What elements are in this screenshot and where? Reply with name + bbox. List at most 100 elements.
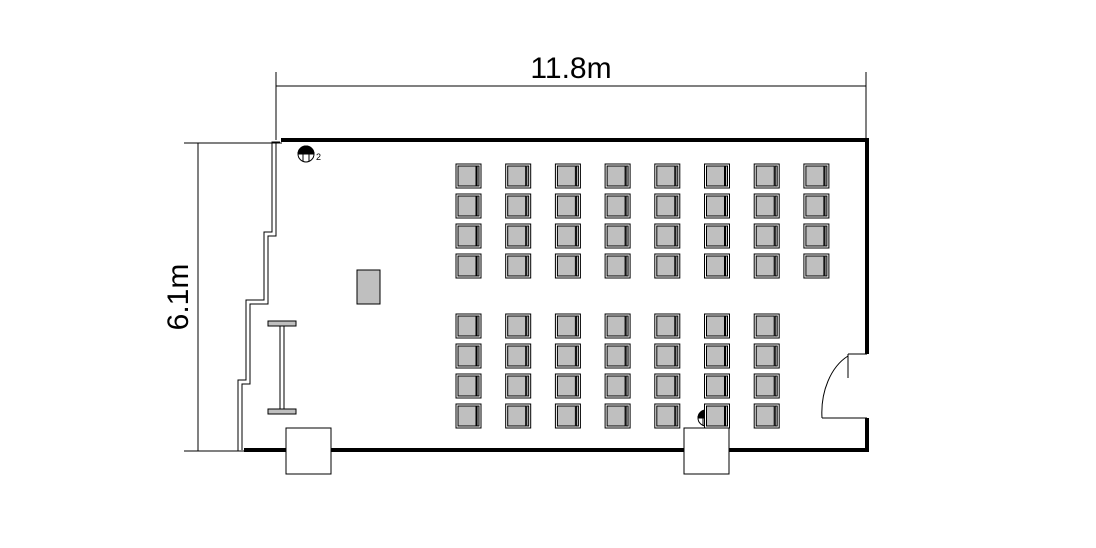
screen-board [267,320,297,415]
chair-seat [457,315,477,337]
chair-seat [507,225,527,247]
chair [753,223,780,249]
chair-back [774,255,778,277]
chair-back [675,315,679,337]
chair [505,163,532,189]
chair-seat [457,225,477,247]
chair-back [476,405,480,427]
chair [455,373,482,399]
chair-seat [755,315,775,337]
chair [654,223,681,249]
chair-seat [755,345,775,367]
chair-back [774,375,778,397]
chair [604,223,631,249]
chair-back [725,375,728,397]
chair [604,373,631,399]
chair-seat [755,255,775,277]
chair-seat [706,345,725,367]
chair-seat [755,405,775,427]
chair-back [526,165,530,187]
chair [604,343,631,369]
chair-back [526,405,530,427]
chair [803,253,830,279]
chair-back [625,195,629,217]
pillar-left [285,427,332,475]
chair [753,403,780,429]
chair [554,313,581,339]
chair-seat [656,255,676,277]
chair-seat [606,405,626,427]
chair [505,253,532,279]
outlet-marker-top-left-label: 2 [316,152,321,162]
chair [654,253,681,279]
chair-seat [706,195,725,217]
chair-back [774,225,778,247]
chair-seat [556,375,576,397]
chair [803,193,830,219]
chair [455,253,482,279]
chair-seat [606,315,626,337]
chair [753,313,780,339]
chair-back [725,255,728,277]
chair [505,343,532,369]
seating-block-upper [455,163,830,279]
lectern [356,269,381,305]
height-dimension [184,142,282,452]
chair [704,163,730,189]
chair-back [824,255,828,277]
chair [455,163,482,189]
chair-back [575,255,579,277]
chair-seat [706,315,725,337]
chair-seat [656,315,676,337]
chair-back [575,165,579,187]
chair-seat [805,195,825,217]
chair [654,373,681,399]
chair-back [675,405,679,427]
chair [604,253,631,279]
chair-seat [556,255,576,277]
chair-back [625,225,629,247]
chair-seat [706,225,725,247]
chair-back [675,255,679,277]
chair-seat [706,375,725,397]
chair-seat [755,225,775,247]
chair [803,163,830,189]
chair-seat [656,195,676,217]
chair-back [774,405,778,427]
chair-back [526,255,530,277]
chair-seat [556,315,576,337]
chair-back [526,345,530,367]
chair [505,373,532,399]
chair [604,313,631,339]
chair-back [476,255,480,277]
chair-back [625,315,629,337]
chair-seat [706,255,725,277]
chair-seat [755,165,775,187]
chair-seat [656,375,676,397]
chair [704,223,730,249]
chair-back [725,315,728,337]
chair [704,373,730,399]
chair-back [476,195,480,217]
chair-back [774,195,778,217]
chair [753,373,780,399]
outlet-marker-top-left [297,145,315,163]
screen-top-bar [267,320,297,327]
door-swing-arc [821,355,849,419]
chair-seat [556,405,576,427]
chair-back [526,225,530,247]
chair [604,193,631,219]
chair [554,373,581,399]
chair-seat [805,255,825,277]
chair-back [774,315,778,337]
chair-back [476,315,480,337]
chair [803,223,830,249]
chair-seat [457,405,477,427]
chair-back [526,375,530,397]
chair-seat [556,345,576,367]
chair-seat [656,345,676,367]
chair-back [675,225,679,247]
chair [704,343,730,369]
chair-seat [656,225,676,247]
